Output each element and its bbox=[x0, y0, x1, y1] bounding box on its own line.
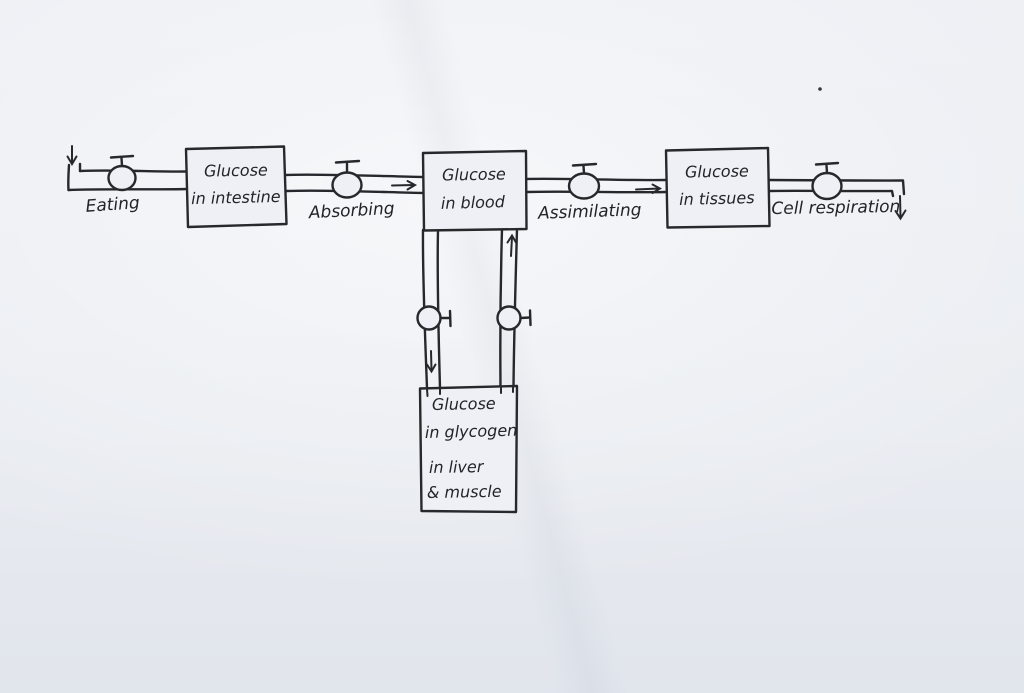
box-label-intestine-line1: Glucose bbox=[204, 160, 268, 180]
valve-label-absorbing: Absorbing bbox=[307, 199, 395, 224]
box-label-tissues-line1: Glucose bbox=[685, 161, 749, 181]
box-label-glycogen-line4: & muscle bbox=[427, 482, 502, 502]
box-glucose-in-blood: Glucose in blood bbox=[421, 149, 528, 232]
arrow-down-outflow-icon bbox=[894, 195, 907, 221]
valve-label-eating: Eating bbox=[85, 193, 141, 217]
box-label-blood-line1: Glucose bbox=[442, 164, 506, 184]
valve-eating: Eating bbox=[85, 154, 141, 217]
arrow-right-absorbing-icon bbox=[391, 180, 418, 191]
valve-absorbing: Absorbing bbox=[307, 159, 395, 224]
valve-glycogen-storage bbox=[416, 305, 452, 331]
box-label-glycogen-line2: in glycogen bbox=[425, 421, 518, 442]
valve-icon bbox=[107, 164, 137, 192]
box-label-glycogen-line1: Glucose bbox=[432, 394, 496, 414]
box-glucose-in-tissues: Glucose in tissues bbox=[664, 146, 771, 229]
valve-icon bbox=[567, 172, 601, 200]
valve-icon bbox=[331, 171, 363, 199]
box-glucose-in-glycogen: Glucose in glycogen in liver & muscle bbox=[418, 384, 519, 514]
box-label-intestine-line2: in intestine bbox=[191, 187, 281, 208]
arrow-down-inflow-icon bbox=[66, 145, 78, 166]
box-label-tissues-line2: in tissues bbox=[679, 188, 755, 209]
valve-label-assimilating: Assimilating bbox=[537, 200, 642, 224]
valve-icon bbox=[416, 305, 442, 331]
valve-icon bbox=[496, 305, 522, 331]
arrow-down-glycogen-icon bbox=[426, 350, 437, 374]
valve-assimilating: Assimilating bbox=[537, 162, 642, 224]
valve-icon bbox=[811, 171, 843, 201]
ink-dot bbox=[818, 87, 822, 91]
box-label-blood-line2: in blood bbox=[441, 192, 506, 213]
arrow-up-glycogen-icon bbox=[506, 233, 517, 257]
arrow-right-assimilating-icon bbox=[635, 183, 663, 194]
pipe-blood-to-glycogen-down bbox=[421, 228, 442, 390]
pipe-end-tick bbox=[426, 388, 429, 397]
valve-label-cell-respiration: Cell respiration bbox=[771, 197, 900, 219]
valve-glycogen-release bbox=[496, 305, 532, 331]
box-glucose-in-intestine: Glucose in intestine bbox=[184, 145, 288, 229]
valve-cell-respiration: Cell respiration bbox=[771, 161, 901, 219]
box-label-glycogen-line3: in liver bbox=[429, 457, 485, 477]
